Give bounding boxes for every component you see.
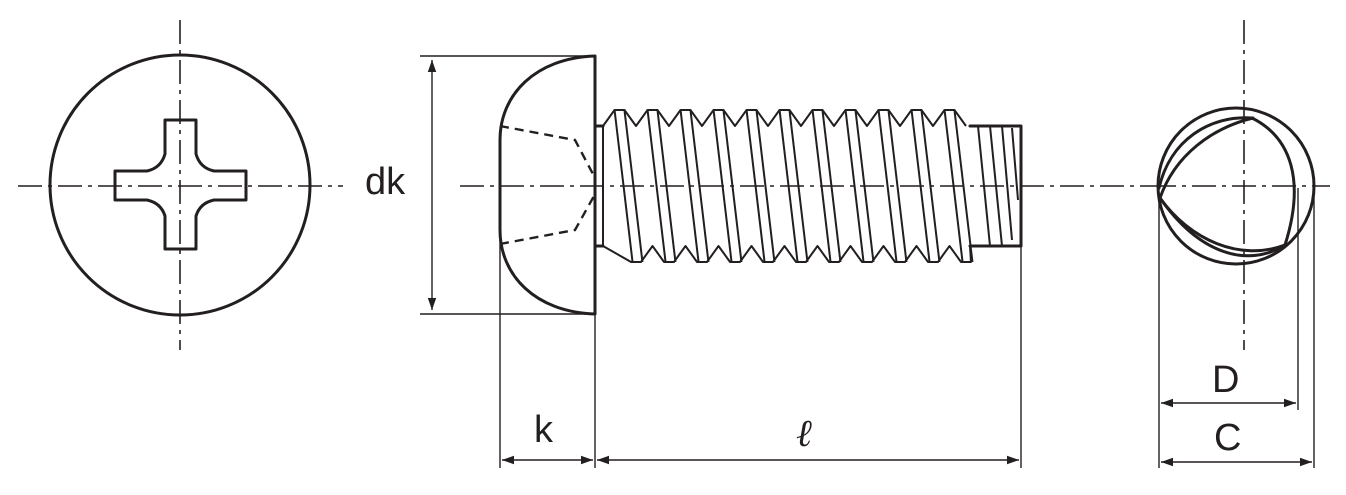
thread-flank-line <box>623 109 644 263</box>
recess-hidden-line <box>499 195 596 246</box>
thread-flank-line <box>679 109 700 263</box>
thread-flank-line <box>745 109 766 263</box>
shank-outline <box>593 124 605 248</box>
thread-flank-line <box>877 109 898 263</box>
thread-flank-line <box>920 109 941 263</box>
thread-crest-top <box>602 109 967 127</box>
thread-flank-line <box>854 109 875 263</box>
thread-flank-line <box>910 109 931 263</box>
tip-thread-lines <box>977 125 1019 247</box>
thread-flank-line <box>778 109 799 263</box>
thread-flank-line <box>788 109 809 263</box>
d-label: D <box>1212 359 1239 401</box>
thread-flank-line <box>712 109 733 263</box>
thread-flank-line <box>646 109 667 263</box>
thread-flank-line <box>689 109 710 263</box>
thread-flank-line <box>943 109 964 263</box>
length-label: ℓ <box>796 411 812 455</box>
thread-crest-bottom <box>602 245 972 263</box>
pan-head-outline <box>498 54 597 316</box>
thread-tip <box>968 124 1023 248</box>
c-label: C <box>1214 417 1241 459</box>
recess-hidden-line <box>499 124 596 177</box>
thread-flank-line <box>755 109 776 263</box>
head-top-view <box>18 20 343 350</box>
thread-flank-line <box>613 109 634 263</box>
thread-flank-line <box>656 109 677 263</box>
thread-flank-line <box>821 109 842 263</box>
screw-side-view <box>460 54 1152 316</box>
thread-flank-line <box>844 109 865 263</box>
thread-flank-line <box>811 109 832 263</box>
dimensions: dk k ℓ D C <box>365 55 1315 468</box>
tip-inner-arc <box>1158 196 1287 253</box>
dk-label: dk <box>365 161 406 203</box>
thread-flank-line <box>887 109 908 263</box>
k-label: k <box>534 409 554 451</box>
thread-flank-line <box>953 109 974 263</box>
thread-flank-line <box>722 109 743 263</box>
thread-profile <box>602 109 974 263</box>
tip-end-view <box>1152 20 1330 350</box>
phillips-recess <box>113 118 248 251</box>
